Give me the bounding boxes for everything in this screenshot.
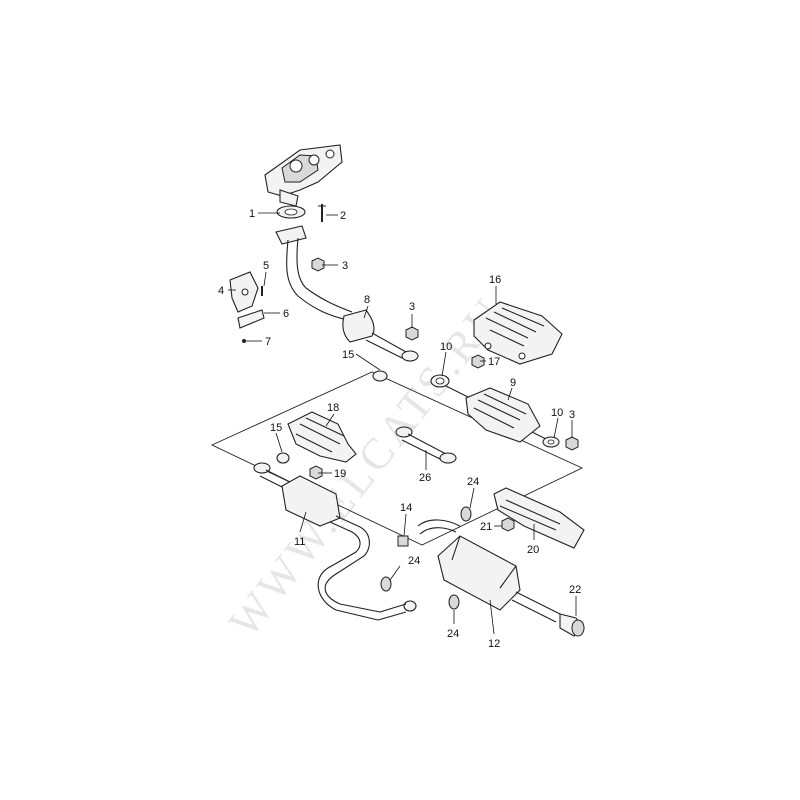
- callout-24: 24: [447, 628, 459, 640]
- callout-5: 5: [263, 260, 269, 272]
- callout-15: 15: [270, 422, 282, 434]
- intermediate-pipe: [395, 426, 457, 464]
- center-muffler: [253, 462, 417, 621]
- callout-8: 8: [364, 294, 370, 306]
- callout-21: 21: [480, 521, 492, 533]
- nut: [311, 257, 325, 272]
- rubber-hanger: [460, 506, 472, 522]
- nut: [405, 326, 419, 341]
- nut: [565, 436, 579, 451]
- front-pipe: [275, 225, 419, 362]
- callouts: 1 2 3 4 5 6 7 8 3 16 17 15 10 9 10 3 18 …: [218, 208, 581, 650]
- callout-24: 24: [467, 476, 479, 488]
- heat-shield: [473, 301, 563, 365]
- group-frame: [210, 371, 584, 546]
- callout-7: 7: [265, 336, 271, 348]
- callout-2: 2: [340, 210, 346, 222]
- callout-20: 20: [527, 544, 539, 556]
- callout-10: 10: [440, 341, 452, 353]
- callout-16: 16: [489, 274, 501, 286]
- callout-24: 24: [408, 555, 420, 567]
- gasket: [372, 370, 388, 382]
- callout-17: 17: [488, 356, 500, 368]
- stud: [318, 204, 326, 222]
- callout-12: 12: [488, 638, 500, 650]
- callout-11: 11: [294, 536, 305, 548]
- leader-lines: [228, 212, 577, 635]
- rubber-hanger: [448, 594, 460, 610]
- catalytic-converter: [445, 385, 549, 443]
- callout-3: 3: [342, 260, 348, 272]
- callout-19: 19: [334, 468, 346, 480]
- callout-22: 22: [569, 584, 581, 596]
- callout-14: 14: [400, 502, 412, 514]
- exhaust-manifold: [264, 144, 343, 207]
- rubber-hanger: [380, 576, 392, 592]
- rear-heat-shield: [493, 487, 585, 549]
- callout-18: 18: [327, 402, 339, 414]
- callout-15: 15: [342, 349, 354, 361]
- rear-muffler: [417, 519, 561, 623]
- callout-6: 6: [283, 308, 289, 320]
- callout-3: 3: [569, 409, 575, 421]
- callout-10: 10: [551, 407, 563, 419]
- nut: [501, 517, 515, 532]
- callout-26: 26: [419, 472, 431, 484]
- callout-1: 1: [249, 208, 255, 220]
- callout-3: 3: [409, 301, 415, 313]
- gasket: [276, 452, 290, 464]
- callout-9: 9: [510, 377, 516, 389]
- tail-pipe: [559, 613, 585, 637]
- catalytic-converter-alt: [287, 411, 357, 463]
- nut: [309, 465, 323, 480]
- clamp: [397, 535, 409, 547]
- nut: [471, 354, 485, 369]
- callout-4: 4: [218, 285, 224, 297]
- bracket: [229, 271, 265, 343]
